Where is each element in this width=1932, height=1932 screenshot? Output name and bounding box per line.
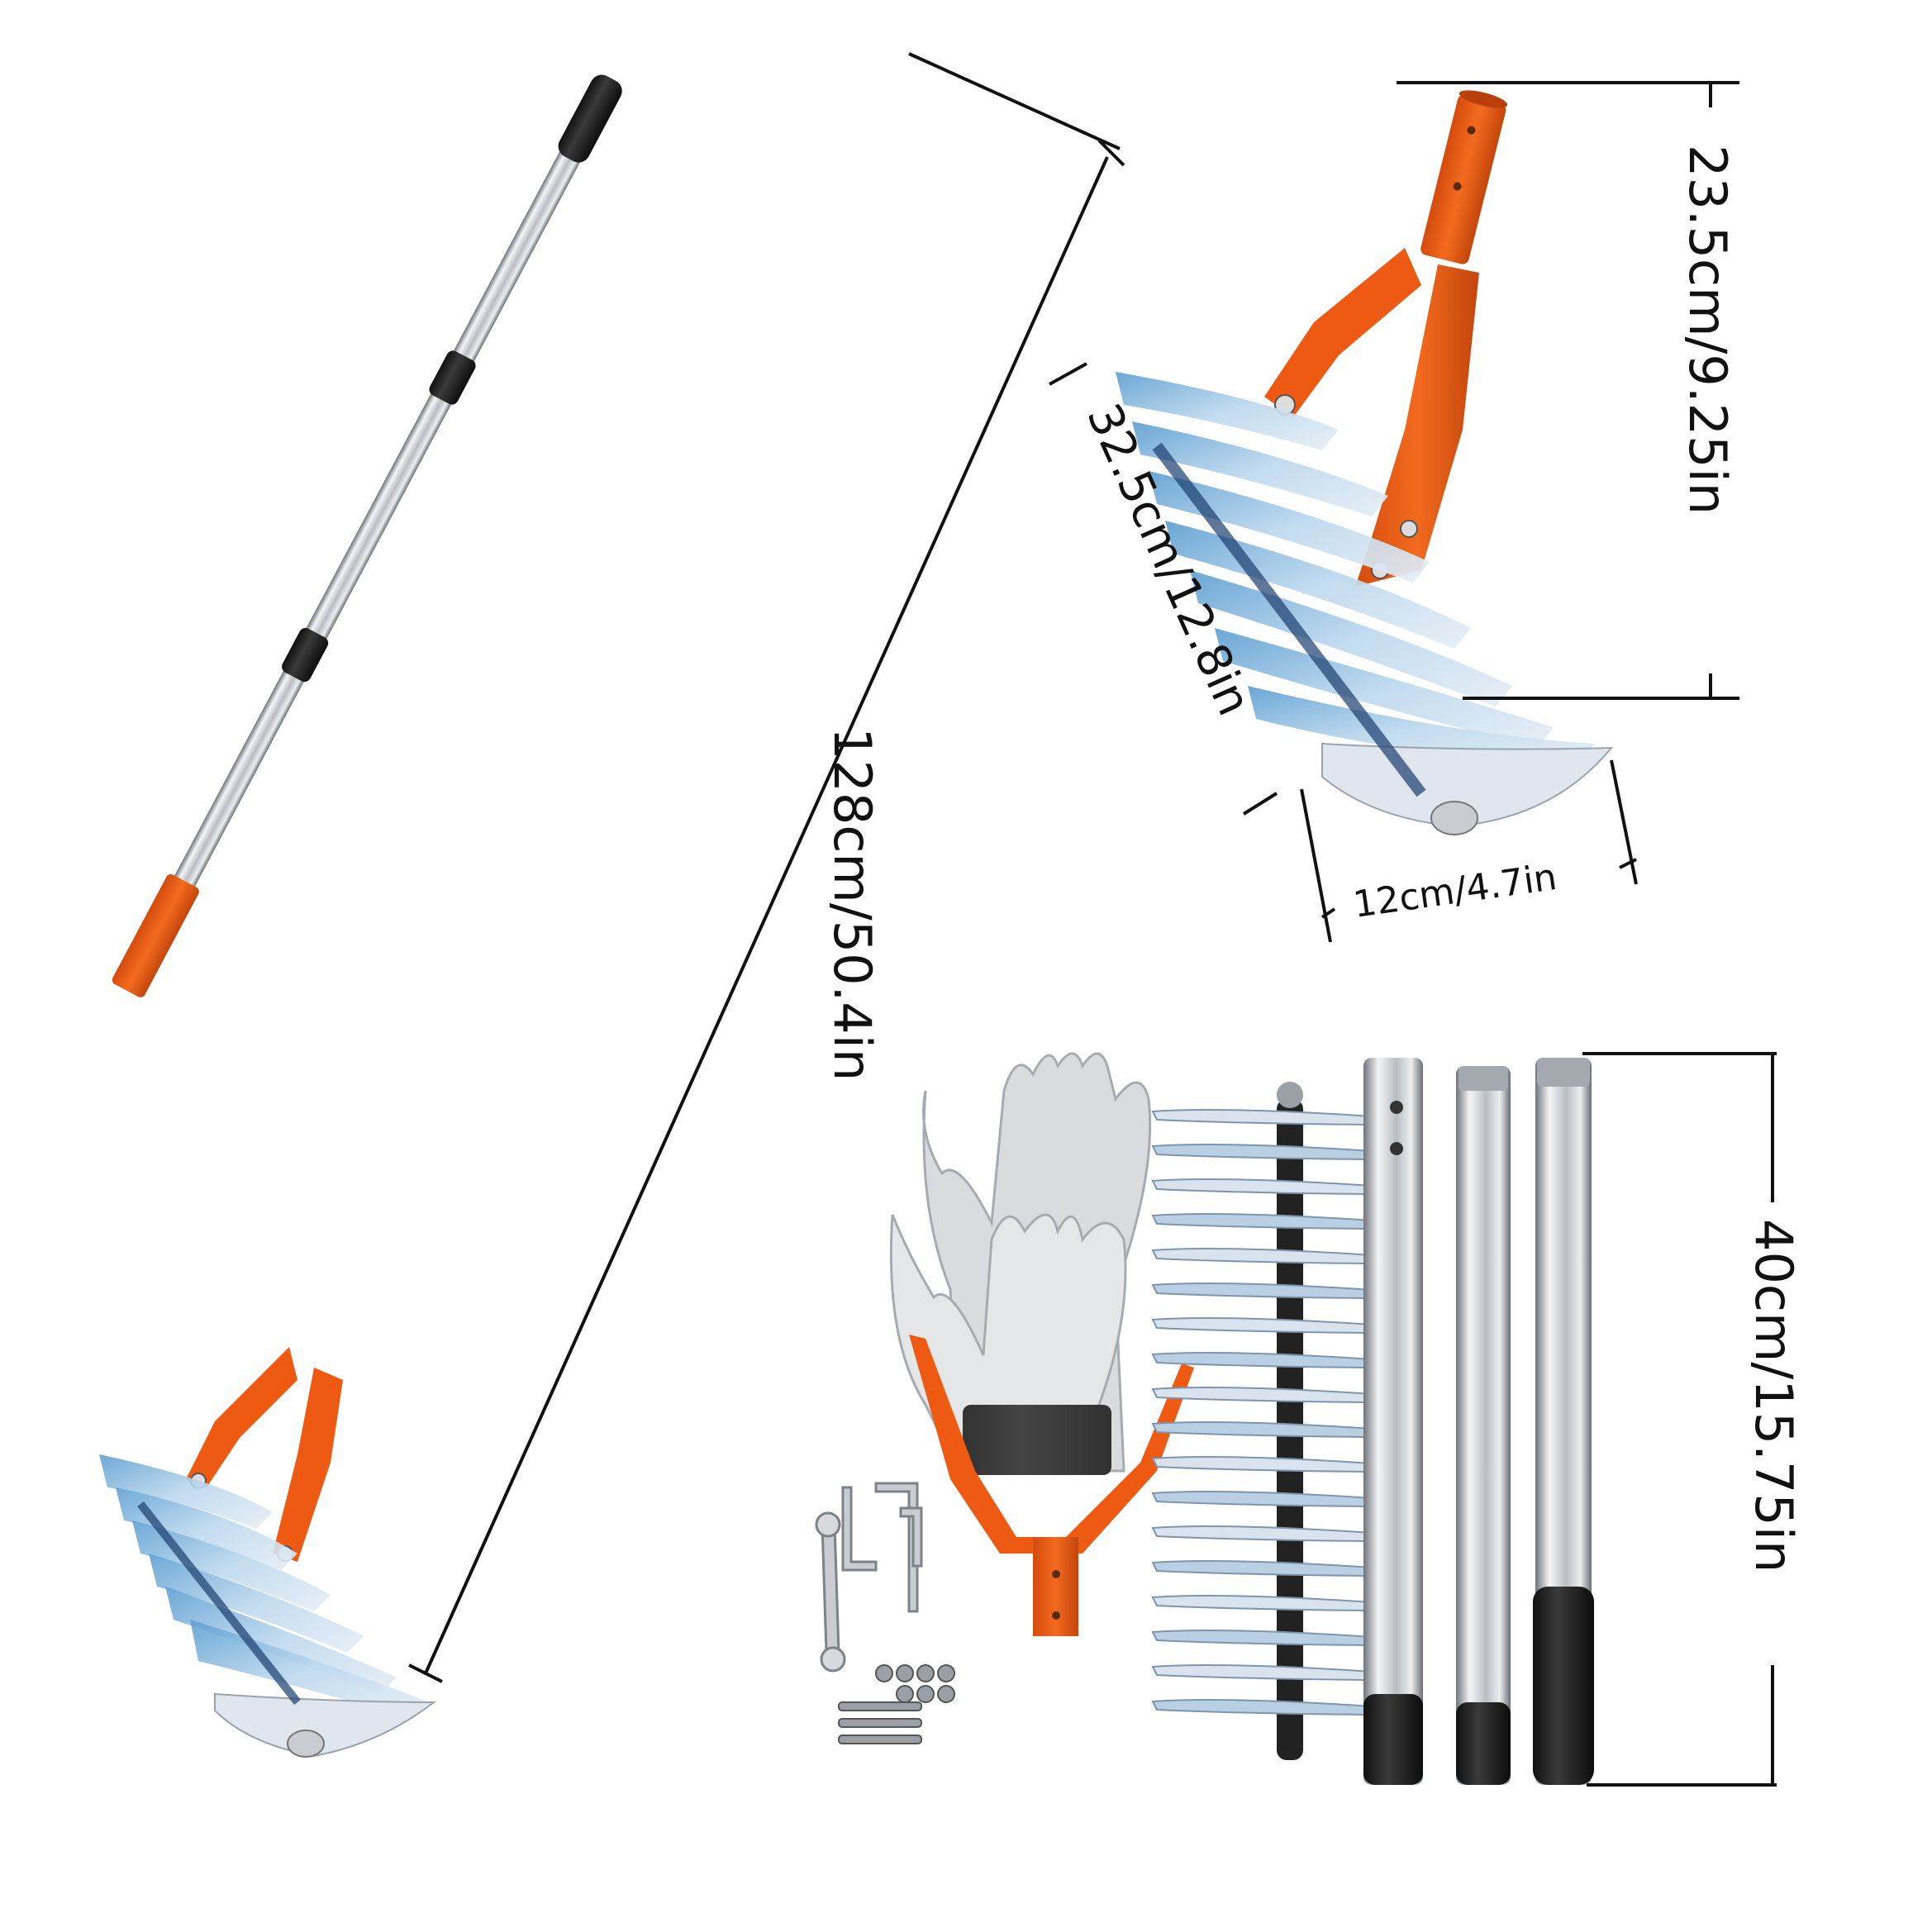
dimension-head-width	[1049, 362, 1278, 816]
blade	[1151, 1317, 1373, 1335]
blade	[1151, 1456, 1373, 1473]
assembled-rake	[99, 74, 622, 1758]
blade	[1151, 1630, 1373, 1647]
blade	[1151, 1248, 1373, 1265]
blade	[1151, 1109, 1373, 1126]
kit-components	[815, 1052, 1594, 1785]
blade	[1151, 1213, 1373, 1230]
pole-2	[1456, 1066, 1511, 1785]
dimension-tine-depth	[1300, 759, 1638, 943]
blade	[1151, 1525, 1373, 1543]
dimension-head-height	[1397, 81, 1739, 700]
label-tine-depth: 12cm/4.7in	[1350, 856, 1559, 926]
pole-section	[156, 74, 621, 921]
blade	[1151, 1664, 1373, 1682]
handle-socket	[112, 874, 199, 997]
head-socket	[1420, 94, 1506, 264]
label-head-height: 23.5cm/9.25in	[1677, 145, 1738, 515]
fork-part	[909, 1335, 1194, 1636]
pole-joint-1	[429, 350, 476, 405]
blade-bar	[1151, 1082, 1373, 1760]
tools	[815, 1482, 923, 1673]
blade	[1151, 1282, 1373, 1300]
fork-arm-right	[273, 1368, 343, 1562]
label-pole-length: 40cm/15.75in	[1744, 1219, 1804, 1573]
gloves	[889, 1052, 1152, 1475]
blade	[1151, 1491, 1373, 1508]
rake-blades	[99, 1454, 436, 1758]
bolts	[838, 1664, 955, 1744]
blade	[1151, 1144, 1373, 1161]
rake-head-closeup	[1116, 90, 1614, 835]
blade	[1151, 1595, 1373, 1612]
head-fork-right	[1355, 264, 1479, 587]
poles	[1363, 1058, 1594, 1785]
pole-joint-2	[282, 627, 329, 683]
pole-1	[1363, 1058, 1423, 1785]
blade	[1151, 1421, 1373, 1439]
fork-arm-left	[186, 1347, 297, 1487]
blade	[1151, 1560, 1373, 1577]
blade	[1151, 1178, 1373, 1196]
dimension-pole-length	[1582, 1052, 1777, 1787]
blade	[1151, 1699, 1373, 1716]
grip-top	[558, 74, 622, 163]
label-overall-length: 128cm/50.4in	[822, 727, 883, 1081]
head-blades	[1116, 372, 1614, 835]
dimension-overall-length	[408, 52, 1125, 1683]
blade	[1151, 1387, 1373, 1404]
head-fork-left	[1264, 248, 1421, 417]
